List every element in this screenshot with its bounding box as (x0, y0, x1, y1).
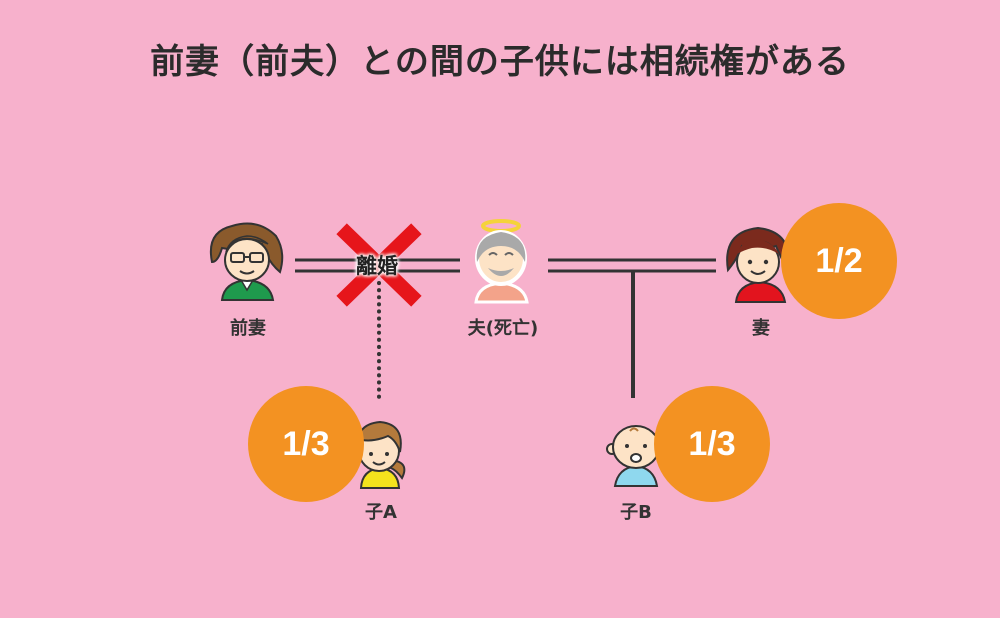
child-a-share-badge: 1/3 (248, 386, 364, 502)
wife-label: 妻 (752, 318, 770, 339)
child-b-label: 子B (620, 502, 652, 523)
wife-share-badge: 1/2 (781, 203, 897, 319)
child-a-label: 子A (365, 502, 397, 523)
husband-label: 夫(死亡) (467, 318, 539, 339)
divorce-label: 離婚 (356, 254, 398, 278)
page-title: 前妻（前夫）との間の子供には相続権がある (150, 42, 850, 82)
divorce-cross-icon (336, 223, 422, 307)
former-wife-label: 前妻 (230, 318, 266, 339)
child-a-avatar (356, 420, 406, 489)
husband-avatar (474, 219, 529, 304)
wife-avatar (726, 226, 790, 303)
child-b-share-badge: 1/3 (654, 386, 770, 502)
former-wife-avatar (210, 222, 284, 301)
marriage-line-current (548, 258, 716, 273)
